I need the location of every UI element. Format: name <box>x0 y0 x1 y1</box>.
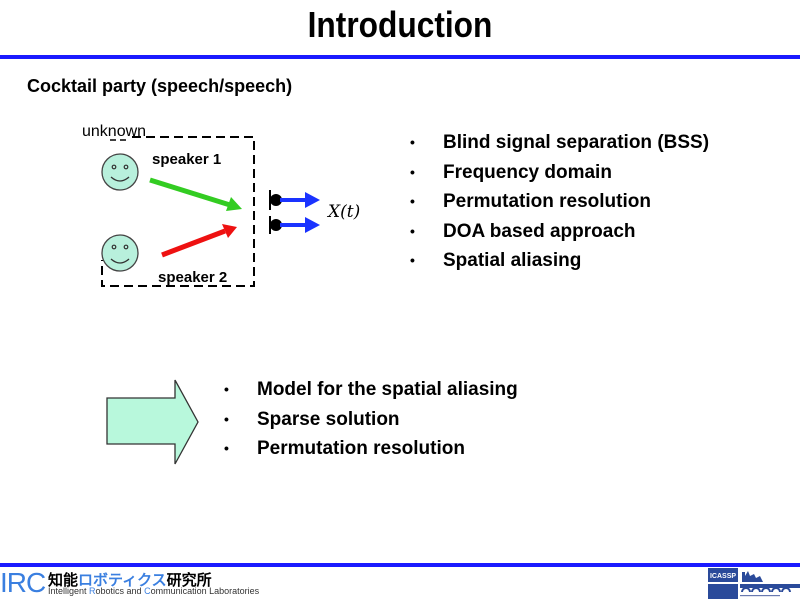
list-item: •Permutation resolution <box>410 191 651 212</box>
unknown-label: unknown <box>82 123 146 140</box>
list-item: •Blind signal separation (BSS) <box>410 132 710 153</box>
speaker-2-face-icon <box>101 234 139 272</box>
list-item: •Spatial aliasing <box>410 250 582 271</box>
lab-name-japanese: 知能ロボティクス研究所 <box>48 572 212 589</box>
list-item: •Sparse solution <box>224 408 400 430</box>
speaker-1-arrow-icon <box>149 177 242 211</box>
speaker-2-label: speaker 2 <box>158 269 227 286</box>
section-subtitle: Cocktail party (speech/speech) <box>27 76 293 96</box>
svg-text:ICASSP: ICASSP <box>710 573 736 580</box>
unknown-region-box <box>101 136 255 287</box>
speaker-1-face-icon <box>101 153 139 191</box>
microphone-array-icon <box>269 190 282 234</box>
list-item: •Model for the spatial aliasing <box>224 379 518 400</box>
cocktail-party-diagram: unknown speaker 1 speaker 2 X(t) <box>82 123 360 287</box>
bottom-bullet-list: •Model for the spatial aliasing •Sparse … <box>224 375 518 464</box>
list-item: •Permutation resolution <box>224 438 465 459</box>
lab-name-english: Intelligent Robotics and Communication L… <box>48 586 260 596</box>
slide-title: Introduction <box>307 4 493 45</box>
irc-logo: IRC <box>0 567 46 598</box>
right-arrow-icon <box>106 379 199 465</box>
icassp-logo: ICASSP <box>708 568 800 599</box>
speaker-2-arrow-icon <box>161 224 237 258</box>
list-item: •DOA based approach <box>410 220 636 242</box>
output-arrows-icon <box>280 192 320 233</box>
output-signal-label: X(t) <box>326 202 360 222</box>
footer-divider <box>0 563 800 567</box>
top-bullet-list: •Blind signal separation (BSS) •Frequenc… <box>410 128 709 276</box>
speaker-1-label: speaker 1 <box>152 151 221 168</box>
list-item: •Frequency domain <box>410 161 612 183</box>
title-divider <box>0 55 800 59</box>
